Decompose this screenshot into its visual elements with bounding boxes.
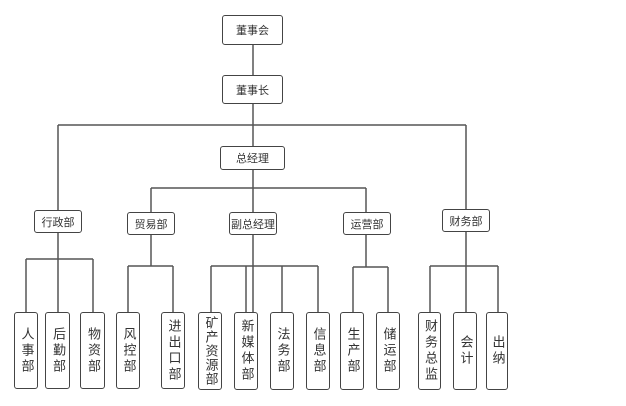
node-trade-dept: 贸易部 [127, 212, 175, 235]
node-chairman: 董事长 [222, 75, 283, 104]
node-production: 生产部 [340, 312, 364, 390]
node-legal: 法务部 [270, 312, 294, 390]
node-materials: 物资部 [80, 312, 105, 389]
node-board: 董事会 [222, 15, 283, 45]
node-new-media: 新媒体部 [234, 312, 258, 390]
node-general-manager: 总经理 [220, 146, 285, 170]
node-logistics: 后勤部 [45, 312, 70, 389]
node-risk-control: 风控部 [116, 312, 140, 389]
node-finance-dept: 财务部 [442, 209, 490, 232]
node-mineral-resources: 矿产资源部 [198, 312, 222, 390]
node-hr: 人事部 [14, 312, 38, 389]
node-operations-dept: 运营部 [343, 212, 391, 235]
node-deputy-gm: 副总经理 [229, 212, 277, 235]
node-admin-dept: 行政部 [34, 210, 82, 233]
node-cfo: 财务总监 [418, 312, 441, 390]
node-storage-transport: 储运部 [376, 312, 400, 390]
node-cashier: 出纳 [486, 312, 508, 390]
node-import-export: 进出口部 [161, 312, 185, 389]
node-information: 信息部 [306, 312, 330, 390]
node-accounting: 会计 [453, 312, 477, 390]
